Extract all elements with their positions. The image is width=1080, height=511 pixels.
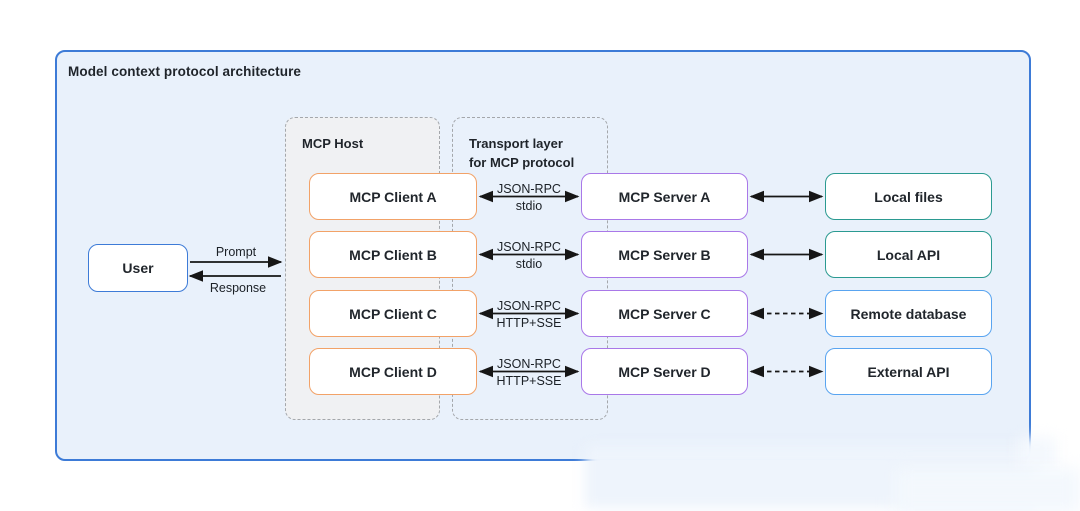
node-label: Remote database	[850, 305, 967, 322]
node-label: MCP Server A	[618, 188, 711, 205]
mcp-client-c-node: MCP Client C	[309, 290, 477, 337]
transport-layer-label-line2: for MCP protocol	[469, 155, 575, 170]
node-label: MCP Server C	[618, 305, 711, 322]
mcp-server-d-node: MCP Server D	[581, 348, 748, 395]
node-label: MCP Client D	[349, 363, 437, 380]
node-label: MCP Client C	[349, 305, 437, 322]
transport-layer-label: Transport layer for MCP protocol	[469, 134, 574, 172]
node-label: Local files	[874, 188, 943, 205]
mcp-server-a-node: MCP Server A	[581, 173, 748, 220]
node-label: MCP Client A	[349, 188, 437, 205]
node-label: MCP Server D	[618, 363, 711, 380]
mcp-client-a-node: MCP Client A	[309, 173, 477, 220]
node-label: External API	[867, 363, 950, 380]
transport-layer-group: Transport layer for MCP protocol	[452, 117, 608, 420]
diagram-title: Model context protocol architecture	[68, 64, 302, 79]
node-label: MCP Client B	[349, 246, 437, 263]
mcp-host-label: MCP Host	[302, 136, 364, 151]
mcp-client-b-node: MCP Client B	[309, 231, 477, 278]
node-label: Local API	[876, 246, 941, 263]
user-node-label: User	[122, 260, 154, 276]
endpoint-external-api-node: External API	[825, 348, 992, 395]
watermark-blur-tail	[895, 468, 1080, 511]
mcp-client-d-node: MCP Client D	[309, 348, 477, 395]
mcp-server-b-node: MCP Server B	[581, 231, 748, 278]
user-node: User	[88, 244, 188, 292]
endpoint-local-files-node: Local files	[825, 173, 992, 220]
endpoint-local-api-node: Local API	[825, 231, 992, 278]
endpoint-remote-database-node: Remote database	[825, 290, 992, 337]
transport-layer-label-line1: Transport layer	[469, 136, 563, 151]
node-label: MCP Server B	[618, 246, 711, 263]
mcp-server-c-node: MCP Server C	[581, 290, 748, 337]
